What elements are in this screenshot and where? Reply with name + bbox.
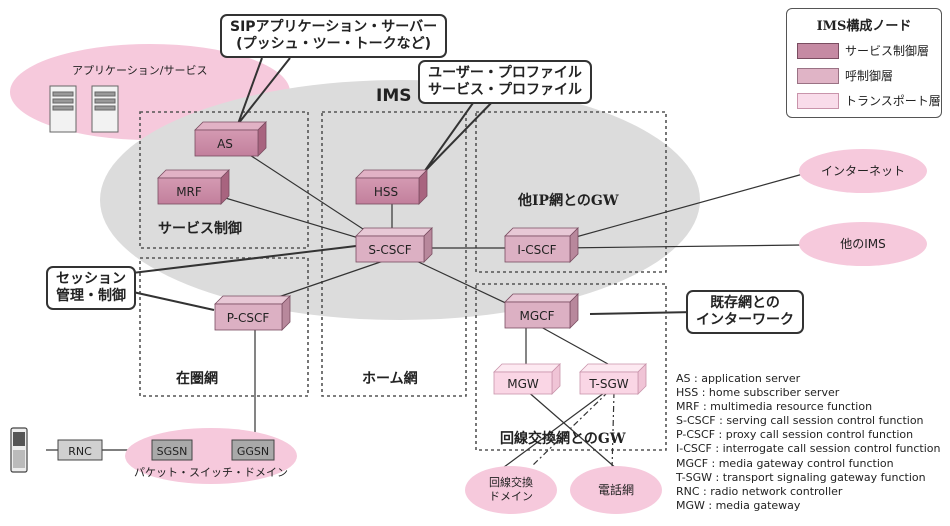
other-ip-gw-label: 他IP網とのGW	[518, 193, 619, 209]
legend-label: サービス制御層	[845, 44, 930, 58]
server-icon	[49, 85, 119, 133]
legend-swatch	[797, 68, 839, 84]
node-as	[194, 121, 267, 157]
service-control-zone	[139, 111, 309, 249]
mobile-phone-icon	[10, 427, 28, 473]
interwork-callout-line2: インターワーク	[696, 312, 794, 328]
cs-domain	[465, 466, 557, 514]
abbreviation-item: I-CSCF : interrogate call session contro…	[676, 442, 941, 456]
abbreviation-list: AS : application server HSS : home subsc…	[676, 372, 941, 513]
internet-cloud	[799, 149, 927, 193]
t-sgw-label: T-SGW	[588, 377, 628, 391]
s-cscf-label: S-CSCF	[368, 243, 411, 257]
home-network-label: ホーム網	[362, 371, 418, 387]
internet-label: インターネット	[821, 164, 905, 178]
cs-gw-label: 回線交換網とのGW	[500, 431, 626, 447]
abbreviation-item: MGCF : media gateway control function	[676, 456, 894, 470]
mgcf-label: MGCF	[520, 309, 555, 323]
profile-callout: ユーザー・プロファイル サービス・プロファイル	[418, 60, 592, 104]
abbreviation-item: P-CSCF : proxy call session control func…	[676, 428, 914, 442]
node-mgw	[493, 363, 561, 395]
mgw-label: MGW	[507, 377, 539, 391]
p-cscf-label: P-CSCF	[227, 311, 270, 325]
ggsn-label: GGSN	[237, 445, 269, 458]
sgsn-label: SGSN	[157, 445, 188, 458]
abbreviation-item: AS : application server	[676, 372, 801, 385]
node-ggsn	[231, 439, 275, 461]
other-ims-cloud	[799, 222, 927, 266]
visited-network-zone	[139, 257, 309, 397]
visited-network-label: 在圏網	[176, 371, 218, 387]
abbreviation-item: MRF : multimedia resource function	[676, 400, 873, 414]
profile-callout-line2: サービス・プロファイル	[428, 82, 582, 98]
node-sgsn	[151, 439, 193, 461]
node-hss	[355, 169, 428, 205]
ims-title: IMS	[376, 86, 412, 106]
node-mrf	[157, 169, 230, 205]
cs-domain-label-2: ドメイン	[489, 490, 533, 503]
packet-domain-label: パケット・スイッチ・ドメイン	[134, 466, 288, 479]
session-callout-line2: 管理・制御	[56, 288, 126, 304]
cs-gw-zone	[475, 283, 667, 451]
legend-swatch	[797, 43, 839, 59]
i-cscf-label: I-CSCF	[517, 243, 556, 257]
legend-title: IMS構成ノード	[816, 19, 912, 34]
abbreviation-item: S-CSCF : serving call session control fu…	[676, 414, 924, 428]
mrf-label: MRF	[176, 185, 202, 199]
cs-domain-label-1: 回線交換	[489, 475, 533, 489]
sip-as-callout-line1: SIPアプリケーション・サーバー	[230, 19, 438, 35]
sip-as-callout-line2: (プッシュ・ツー・トークなど)	[236, 36, 431, 52]
other-ims-label: 他のIMS	[840, 237, 886, 251]
node-i-cscf	[504, 227, 579, 263]
legend-label: トランスポート層	[845, 94, 941, 108]
phone-network-label: 電話網	[598, 482, 634, 497]
hss-label: HSS	[374, 185, 398, 199]
legend-label: 呼制御層	[845, 69, 894, 83]
app-services-label: アプリケーション/サービス	[72, 64, 208, 77]
interwork-callout-line1: 既存網との	[710, 295, 780, 311]
interwork-callout: 既存網との インターワーク	[686, 290, 804, 334]
node-p-cscf	[214, 295, 291, 331]
node-t-sgw	[579, 363, 647, 395]
abbreviation-item: MGW : media gateway	[676, 498, 801, 512]
node-mgcf	[504, 293, 579, 329]
service-control-label: サービス制御	[158, 221, 242, 237]
node-s-cscf	[355, 227, 433, 263]
node-rnc	[57, 439, 103, 461]
other-ip-gw-zone	[475, 111, 667, 273]
phone-network	[570, 466, 662, 514]
as-label: AS	[217, 137, 233, 151]
home-network-zone	[321, 111, 467, 397]
session-callout-line1: セッション	[56, 271, 126, 287]
abbreviation-item: HSS : home subscriber server	[676, 386, 840, 400]
abbreviation-item: T-SGW : transport signaling gateway func…	[676, 470, 926, 484]
rnc-label: RNC	[68, 445, 92, 458]
profile-callout-line1: ユーザー・プロファイル	[428, 65, 582, 81]
legend-swatch	[797, 93, 839, 109]
legend: IMS構成ノード サービス制御層 呼制御層 トランスポート層	[786, 8, 942, 118]
session-callout: セッション 管理・制御	[46, 266, 136, 310]
sip-as-callout: SIPアプリケーション・サーバー (プッシュ・ツー・トークなど)	[220, 14, 448, 58]
abbreviation-item: RNC : radio network controller	[676, 484, 843, 498]
